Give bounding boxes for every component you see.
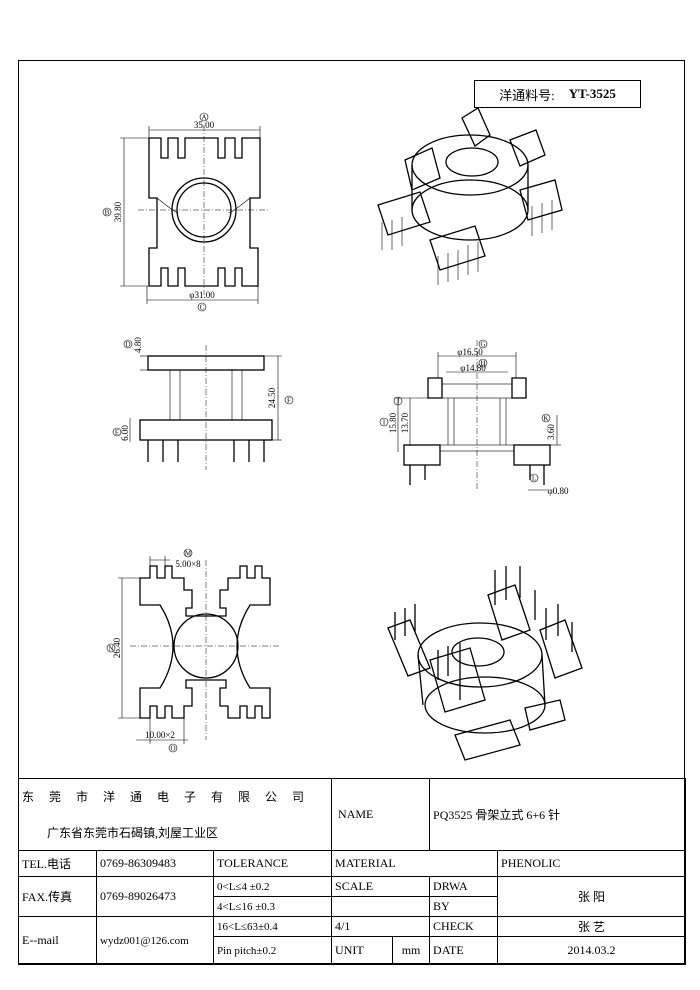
date-value: 2014.03.2 [497, 936, 687, 965]
company-address: 广东省东莞市石碣镇,刘屋工业区 [17, 814, 333, 851]
callout-d: D [125, 341, 130, 349]
dim-e: 6.00 [120, 425, 130, 441]
dim-g: φ16.50 [457, 347, 483, 357]
scale-value: 4/1 [331, 916, 431, 937]
callout-j: J [397, 398, 400, 406]
material-value: PHENOLIC [497, 850, 687, 877]
tolerance-line-2: 4<L≤16 ±0.3 [212, 896, 333, 917]
callout-f: F [287, 397, 291, 405]
isometric-view-bottom [387, 566, 583, 761]
dim-k: 3.60 [546, 424, 556, 440]
dim-o: 10.00×2 [145, 730, 175, 740]
tolerance-line-3: 16<L≤63±0.4 [212, 916, 333, 937]
dim-i: 15.80 [388, 412, 398, 433]
title-block: 东 莞 市 洋 通 电 子 有 限 公 司 NAME PQ3525 骨架立式 6… [17, 778, 687, 965]
callout-o: O [170, 745, 175, 753]
part-number-value: YT-3525 [568, 86, 616, 101]
dim-h: φ14.80 [460, 363, 486, 373]
fax-label: FAX.传真 [18, 876, 97, 917]
callout-h: H [480, 360, 485, 368]
fax-value: 0769-89026473 [96, 876, 214, 917]
bottom-view-outline [139, 565, 271, 719]
check-label: CHECK [429, 916, 499, 937]
part-number-box: 洋通料号: YT-3525 [474, 80, 641, 108]
technical-drawing: A 35.00 B 39.80 φ31.00 C [102, 107, 583, 761]
callout-i: I [383, 419, 386, 427]
date-label: DATE [429, 936, 499, 965]
tel-value: 0769-86309483 [96, 850, 214, 877]
tolerance-label: TOLERANCE [212, 850, 333, 877]
callout-g: G [480, 341, 485, 349]
drawn-by-value: 张 阳 [497, 876, 687, 917]
scale-label: SCALE [331, 876, 431, 897]
email-value: wydz001@126.com [96, 916, 214, 965]
dim-a: 35.00 [194, 120, 215, 130]
callout-e: E [115, 429, 119, 437]
drawn-by-label-2: BY [429, 896, 499, 917]
name-value: PQ3525 骨架立式 6+6 针 [429, 778, 687, 851]
name-label: NAME [331, 778, 431, 851]
callout-n: N [108, 645, 113, 653]
drawn-by-label-1: DRWA [429, 876, 499, 897]
dim-c: φ31.00 [189, 290, 215, 300]
dim-n: 26.40 [112, 637, 122, 658]
callout-k: K [543, 415, 548, 423]
company-name: 东 莞 市 洋 通 电 子 有 限 公 司 [17, 778, 333, 815]
tel-label: TEL.电话 [18, 850, 97, 877]
dim-d: 4.80 [133, 337, 143, 353]
front-view: D 4.80 E 6.00 24.50 F [112, 337, 294, 470]
dim-j: 13.70 [400, 412, 410, 433]
check-value: 张 艺 [497, 916, 687, 937]
unit-value: mm [401, 943, 421, 957]
section-view: G φ16.50 H φ14.80 I 15.80 13.70 J 3.60 K… [379, 339, 569, 496]
dim-f: 24.50 [267, 387, 277, 408]
email-label: E--mail [18, 916, 97, 965]
bottom-view: M 5.00×8 N 26.40 10.00×2 O [106, 548, 280, 753]
dim-l: φ0.80 [548, 486, 569, 496]
unit-label: UNIT [333, 937, 394, 964]
callout-m: M [185, 550, 192, 558]
tolerance-line-4: Pin pitch±0.2 [212, 936, 333, 965]
top-view: A 35.00 B 39.80 φ31.00 C [102, 112, 270, 312]
material-label: MATERIAL [331, 850, 499, 877]
isometric-view-top [377, 107, 563, 285]
dim-b: 39.80 [113, 201, 123, 222]
callout-c: C [200, 304, 205, 312]
top-view-outline [148, 137, 261, 287]
part-number-label: 洋通料号: [499, 87, 555, 103]
callout-b: B [105, 209, 110, 217]
title-block-table: 东 莞 市 洋 通 电 子 有 限 公 司 NAME PQ3525 骨架立式 6… [17, 778, 687, 965]
dim-m: 5.00×8 [175, 559, 201, 569]
callout-a: A [201, 114, 206, 122]
tolerance-line-1: 0<L≤4 ±0.2 [212, 876, 333, 897]
callout-l: L [532, 475, 536, 483]
